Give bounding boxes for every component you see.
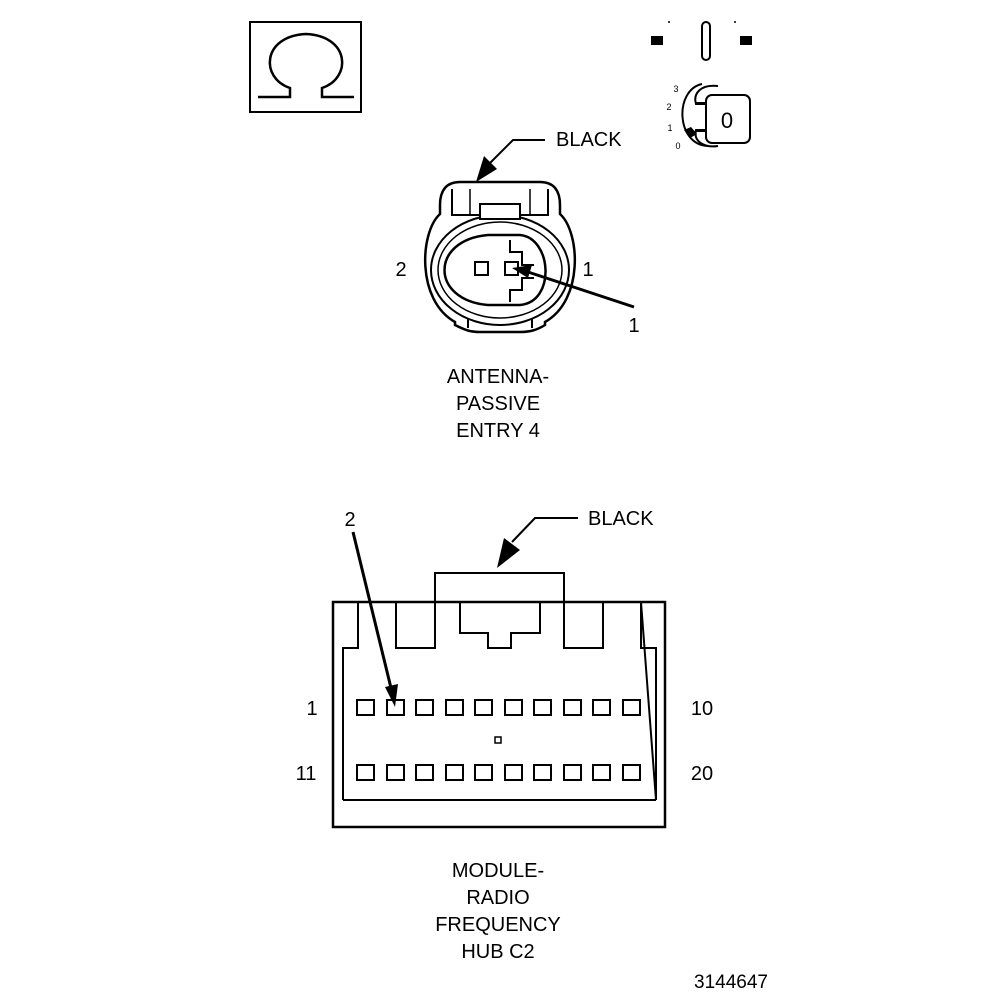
- hub-cavity: [622, 764, 641, 781]
- hub-cavity: [622, 699, 641, 716]
- hub-cavity: [504, 764, 523, 781]
- hub-cavity: [563, 764, 582, 781]
- hub-cavity: [356, 764, 375, 781]
- hub-cavity: [445, 699, 464, 716]
- ignition-key-icon: 0 3 2 1 0: [651, 21, 752, 151]
- ignition-key-label: 0: [721, 108, 733, 133]
- hub-cavity: [592, 764, 611, 781]
- ignition-position-2: 2: [666, 102, 671, 112]
- ignition-position-1: 1: [667, 123, 672, 133]
- hub-cavity: [592, 699, 611, 716]
- hub-pin-10-label: 10: [691, 698, 713, 720]
- hub-connector: [331, 572, 667, 829]
- antenna-connector: [424, 180, 576, 334]
- hub-cavity: [474, 699, 493, 716]
- hub-cavity: [445, 764, 464, 781]
- hub-callout-leader: [351, 531, 398, 707]
- hub-cavity: [386, 764, 405, 781]
- hub-color-leader: [497, 517, 578, 568]
- antenna-color-callout: BLACK: [556, 129, 622, 151]
- omega-ground-icon: [249, 21, 362, 113]
- hub-cavity-row-2: [356, 764, 641, 781]
- hub-title-line-2: RADIO: [466, 887, 529, 909]
- hub-title-line-1: MODULE-: [452, 860, 544, 882]
- hub-cavity: [415, 699, 434, 716]
- hub-cavity: [533, 699, 552, 716]
- antenna-callout-number: 1: [628, 315, 639, 337]
- antenna-callout-leader: [512, 265, 635, 309]
- antenna-cavity-2: [474, 261, 489, 276]
- hub-pin-20-label: 20: [691, 763, 713, 785]
- hub-pin-11-label: 11: [296, 763, 317, 785]
- hub-cavity: [533, 764, 552, 781]
- hub-callout-number: 2: [344, 509, 355, 531]
- hub-cavity-row-1: [356, 699, 641, 716]
- antenna-pin-2-label: 2: [395, 259, 406, 281]
- ignition-position-3: 3: [673, 84, 678, 94]
- hub-title-line-4: HUB C2: [461, 941, 534, 963]
- hub-cavity: [474, 764, 493, 781]
- antenna-color-leader: [476, 139, 545, 182]
- antenna-title-line-2: PASSIVE: [456, 393, 540, 415]
- ignition-position-0: 0: [675, 141, 680, 151]
- hub-cavity: [415, 764, 434, 781]
- antenna-title-line-3: ENTRY 4: [456, 420, 540, 442]
- hub-cavity: [563, 699, 582, 716]
- figure-id: 3144647: [694, 972, 768, 993]
- antenna-pin-1-label: 1: [582, 259, 593, 281]
- hub-pin-1-label: 1: [306, 698, 317, 720]
- hub-title-line-3: FREQUENCY: [435, 914, 561, 936]
- antenna-title-line-1: ANTENNA-: [447, 366, 549, 388]
- hub-cavity: [504, 699, 523, 716]
- hub-color-callout: BLACK: [588, 508, 654, 530]
- hub-cavity: [356, 699, 375, 716]
